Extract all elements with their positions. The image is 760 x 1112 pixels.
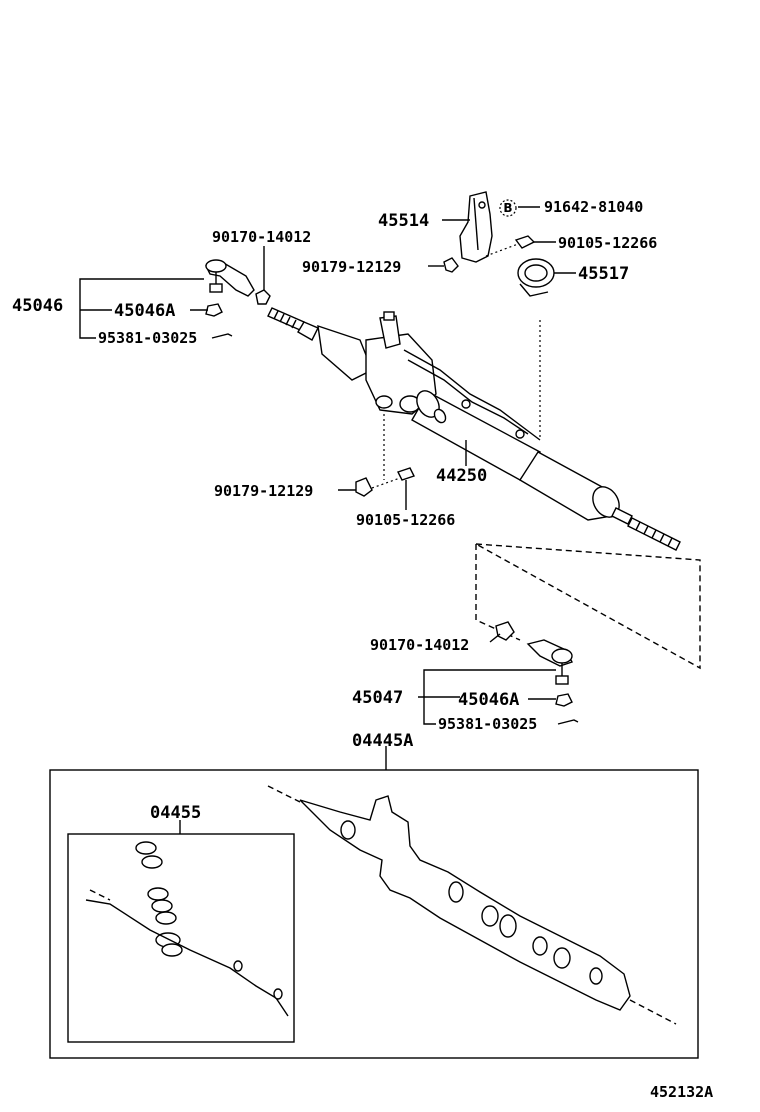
clamp-45517 <box>517 258 555 297</box>
kit-04455-seals <box>85 841 289 1017</box>
nut-45046A-top <box>205 303 223 317</box>
nut-90170-bot <box>495 621 515 641</box>
kit-04445A-rack-outline <box>267 785 677 1025</box>
label-95381-03025-top: 95381-03025 <box>98 329 197 347</box>
diagram-id: 452132A <box>650 1083 713 1101</box>
clip-90179-top <box>443 257 459 273</box>
label-04455: 04455 <box>150 803 201 823</box>
steering-rack-44250 <box>267 307 681 551</box>
label-04445A: 04445A <box>352 731 413 751</box>
label-45514: 45514 <box>378 211 429 231</box>
label-90105-12266-top: 90105-12266 <box>558 234 657 252</box>
label-95381-03025-bot: 95381-03025 <box>438 715 537 733</box>
kit-04455-box <box>67 833 295 1043</box>
label-90170-14012-bot: 90170-14012 <box>370 636 469 654</box>
bolt-90105-top <box>514 235 536 249</box>
label-45046: 45046 <box>12 296 63 316</box>
clip-90179-mid <box>355 477 373 497</box>
pin-95381-top <box>211 333 233 339</box>
bolt-90105-mid <box>397 467 415 481</box>
bracket-45514 <box>459 191 493 263</box>
label-90179-12129-top: 90179-12129 <box>302 258 401 276</box>
label-45517: 45517 <box>578 264 629 284</box>
label-90105-12266-mid: 90105-12266 <box>356 511 455 529</box>
nut-90170-top <box>255 289 271 305</box>
tie-rod-end-45047 <box>526 639 573 685</box>
label-91642-81040: 91642-81040 <box>544 198 643 216</box>
label-90170-14012-top: 90170-14012 <box>212 228 311 246</box>
label-44250: 44250 <box>436 466 487 486</box>
label-90179-12129-mid: 90179-12129 <box>214 482 313 500</box>
label-45047: 45047 <box>352 688 403 708</box>
label-45046A-top: 45046A <box>114 301 175 321</box>
badge-b: B <box>499 199 517 217</box>
nut-45046A-bot <box>555 693 573 707</box>
kit-04445A-box <box>49 769 699 1059</box>
pin-95381-bot <box>557 719 579 725</box>
label-45046A-bot: 45046A <box>458 690 519 710</box>
badge-b-text: B <box>503 201 512 215</box>
tie-rod-end-45046 <box>204 259 255 297</box>
